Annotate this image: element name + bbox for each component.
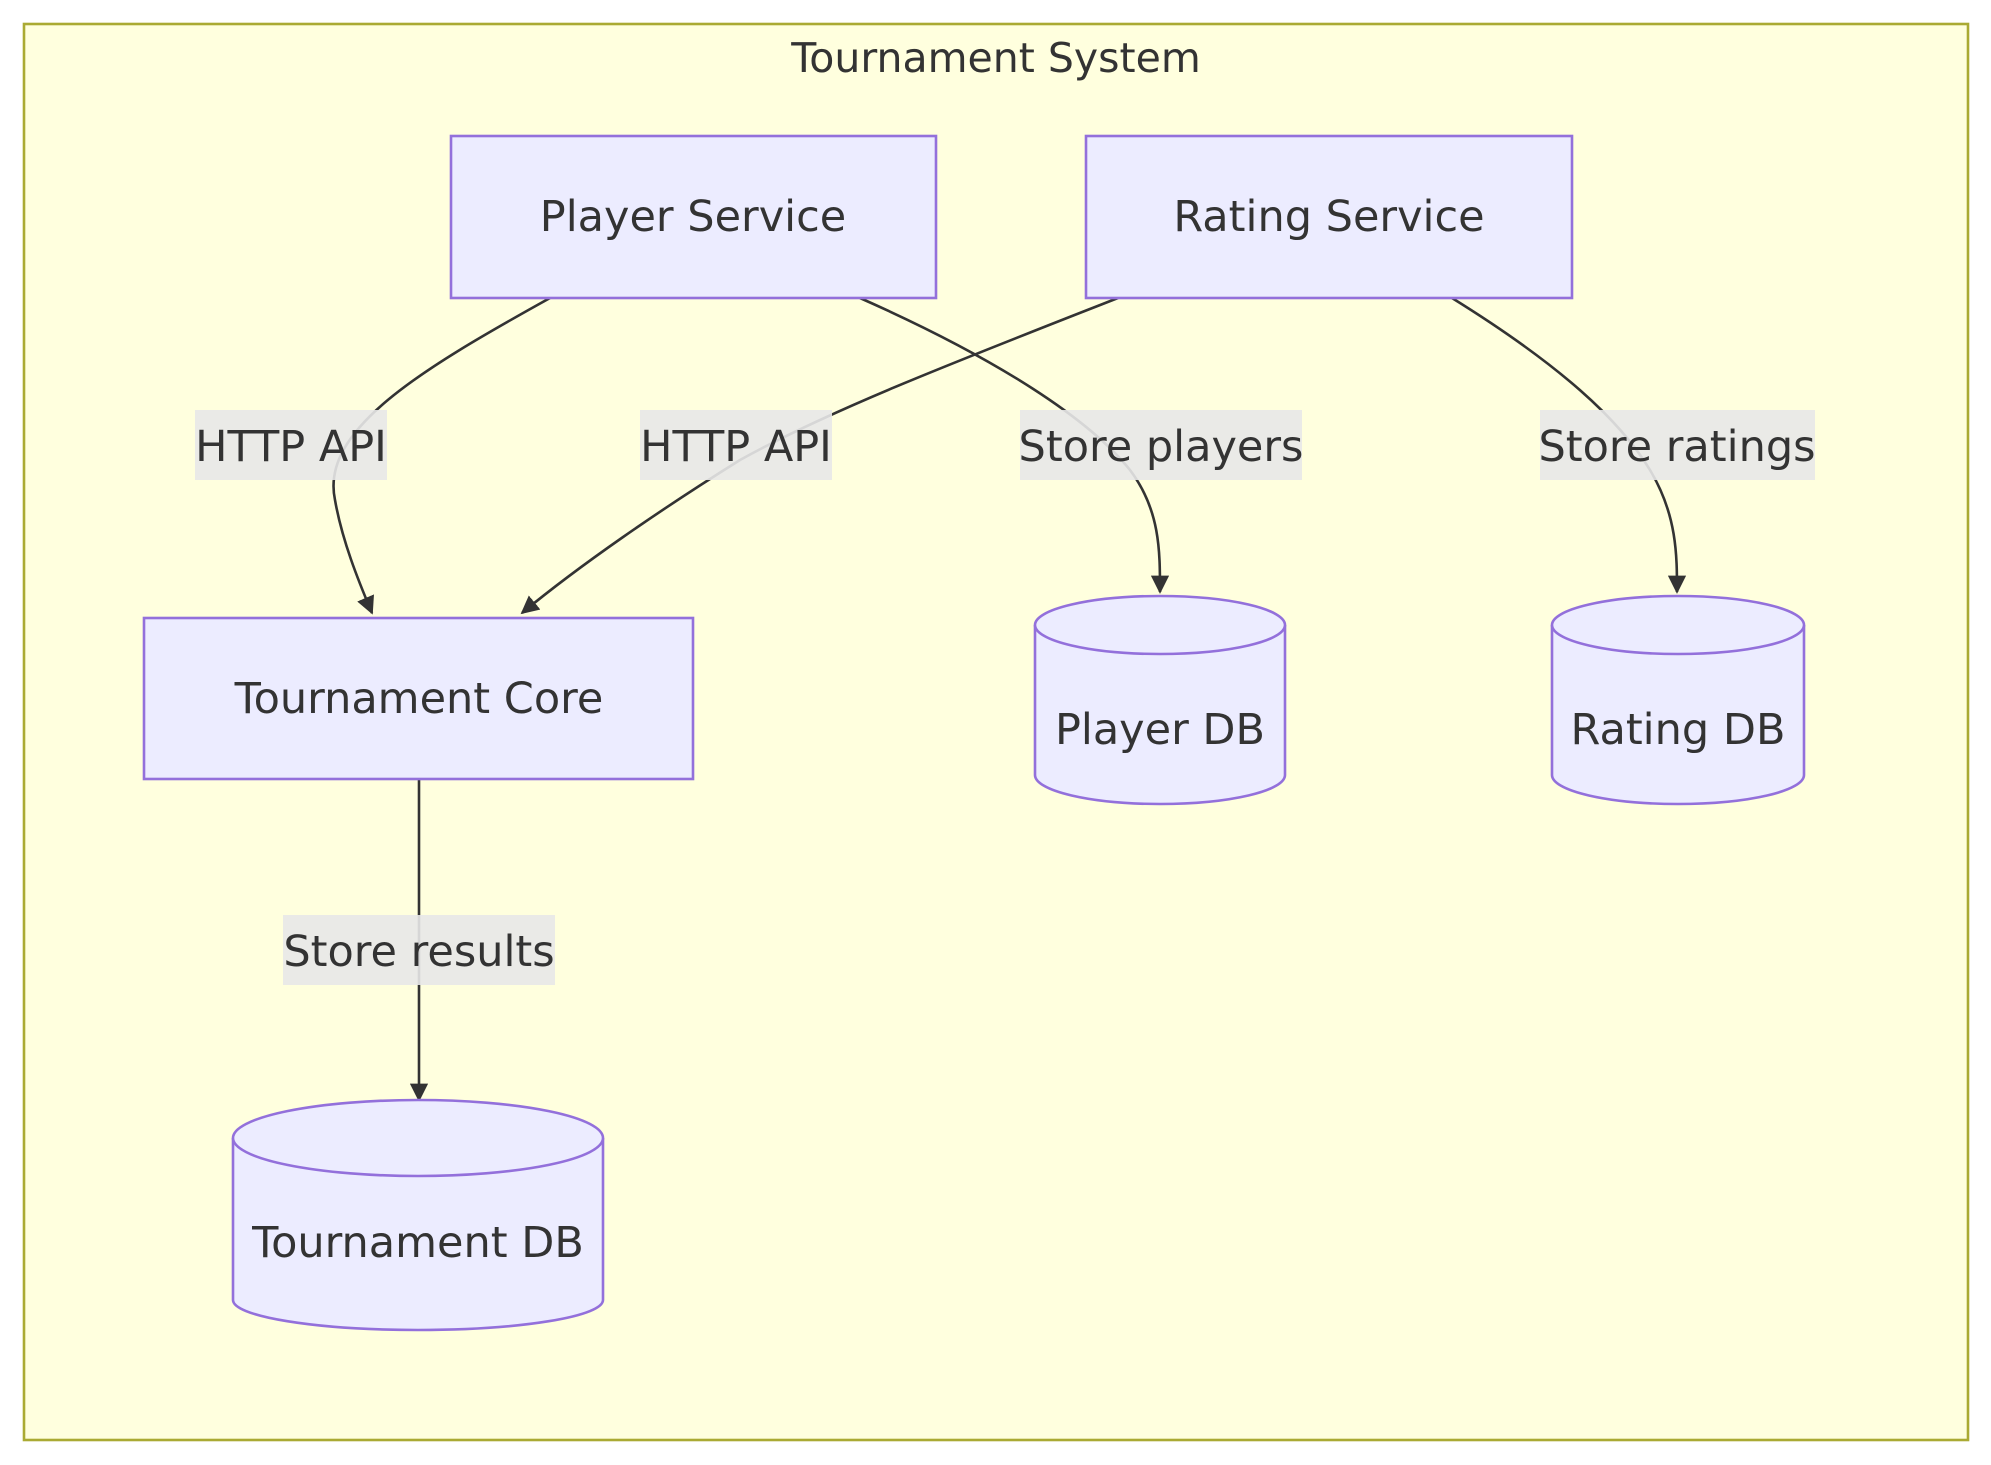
database-top — [231, 1098, 605, 1178]
edge-label-rating-to-db: Store ratings — [1538, 410, 1816, 480]
node-box — [142, 616, 695, 781]
node-player-db: Player DB — [1033, 594, 1287, 806]
edge-label-player-to-db: Store players — [1019, 410, 1304, 480]
node-label: Player DB — [1055, 705, 1265, 755]
database-top — [1550, 594, 1806, 656]
database-icon — [1550, 625, 1806, 806]
edge-label-text: HTTP API — [640, 422, 832, 472]
node-rating-service: Rating Service — [1084, 134, 1574, 300]
database-top — [1033, 594, 1287, 656]
edge-label-bg — [283, 915, 555, 985]
edge-label-rating-to-core: HTTP API — [640, 410, 832, 480]
node-label: Rating DB — [1571, 705, 1786, 755]
node-player-service: Player Service — [449, 134, 938, 300]
edge-label-core-to-db: Store results — [283, 915, 555, 985]
node-rating-db: Rating DB — [1550, 594, 1806, 806]
edge-label-bg — [1540, 410, 1815, 480]
edge-label-text: Store players — [1019, 422, 1304, 472]
edge-label-text: Store results — [283, 927, 554, 977]
edge-label-bg — [640, 410, 832, 480]
node-box — [1084, 134, 1574, 300]
node-label: Tournament DB — [251, 1218, 584, 1268]
node-box — [449, 134, 938, 300]
edge-label-text: HTTP API — [195, 422, 387, 472]
edge-label-player-to-core: HTTP API — [195, 410, 387, 480]
edge-label-bg — [1020, 410, 1302, 480]
node-label: Rating Service — [1173, 192, 1484, 242]
database-icon — [231, 1138, 605, 1332]
database-icon — [1033, 625, 1287, 806]
node-label: Player Service — [540, 192, 846, 242]
cluster-title: Tournament System — [790, 34, 1201, 82]
node-label: Tournament Core — [234, 674, 604, 724]
edge-label-text: Store ratings — [1538, 422, 1815, 472]
node-tournament-db: Tournament DB — [231, 1098, 605, 1332]
node-tournament-core: Tournament Core — [142, 616, 695, 781]
edge-label-bg — [195, 410, 387, 480]
